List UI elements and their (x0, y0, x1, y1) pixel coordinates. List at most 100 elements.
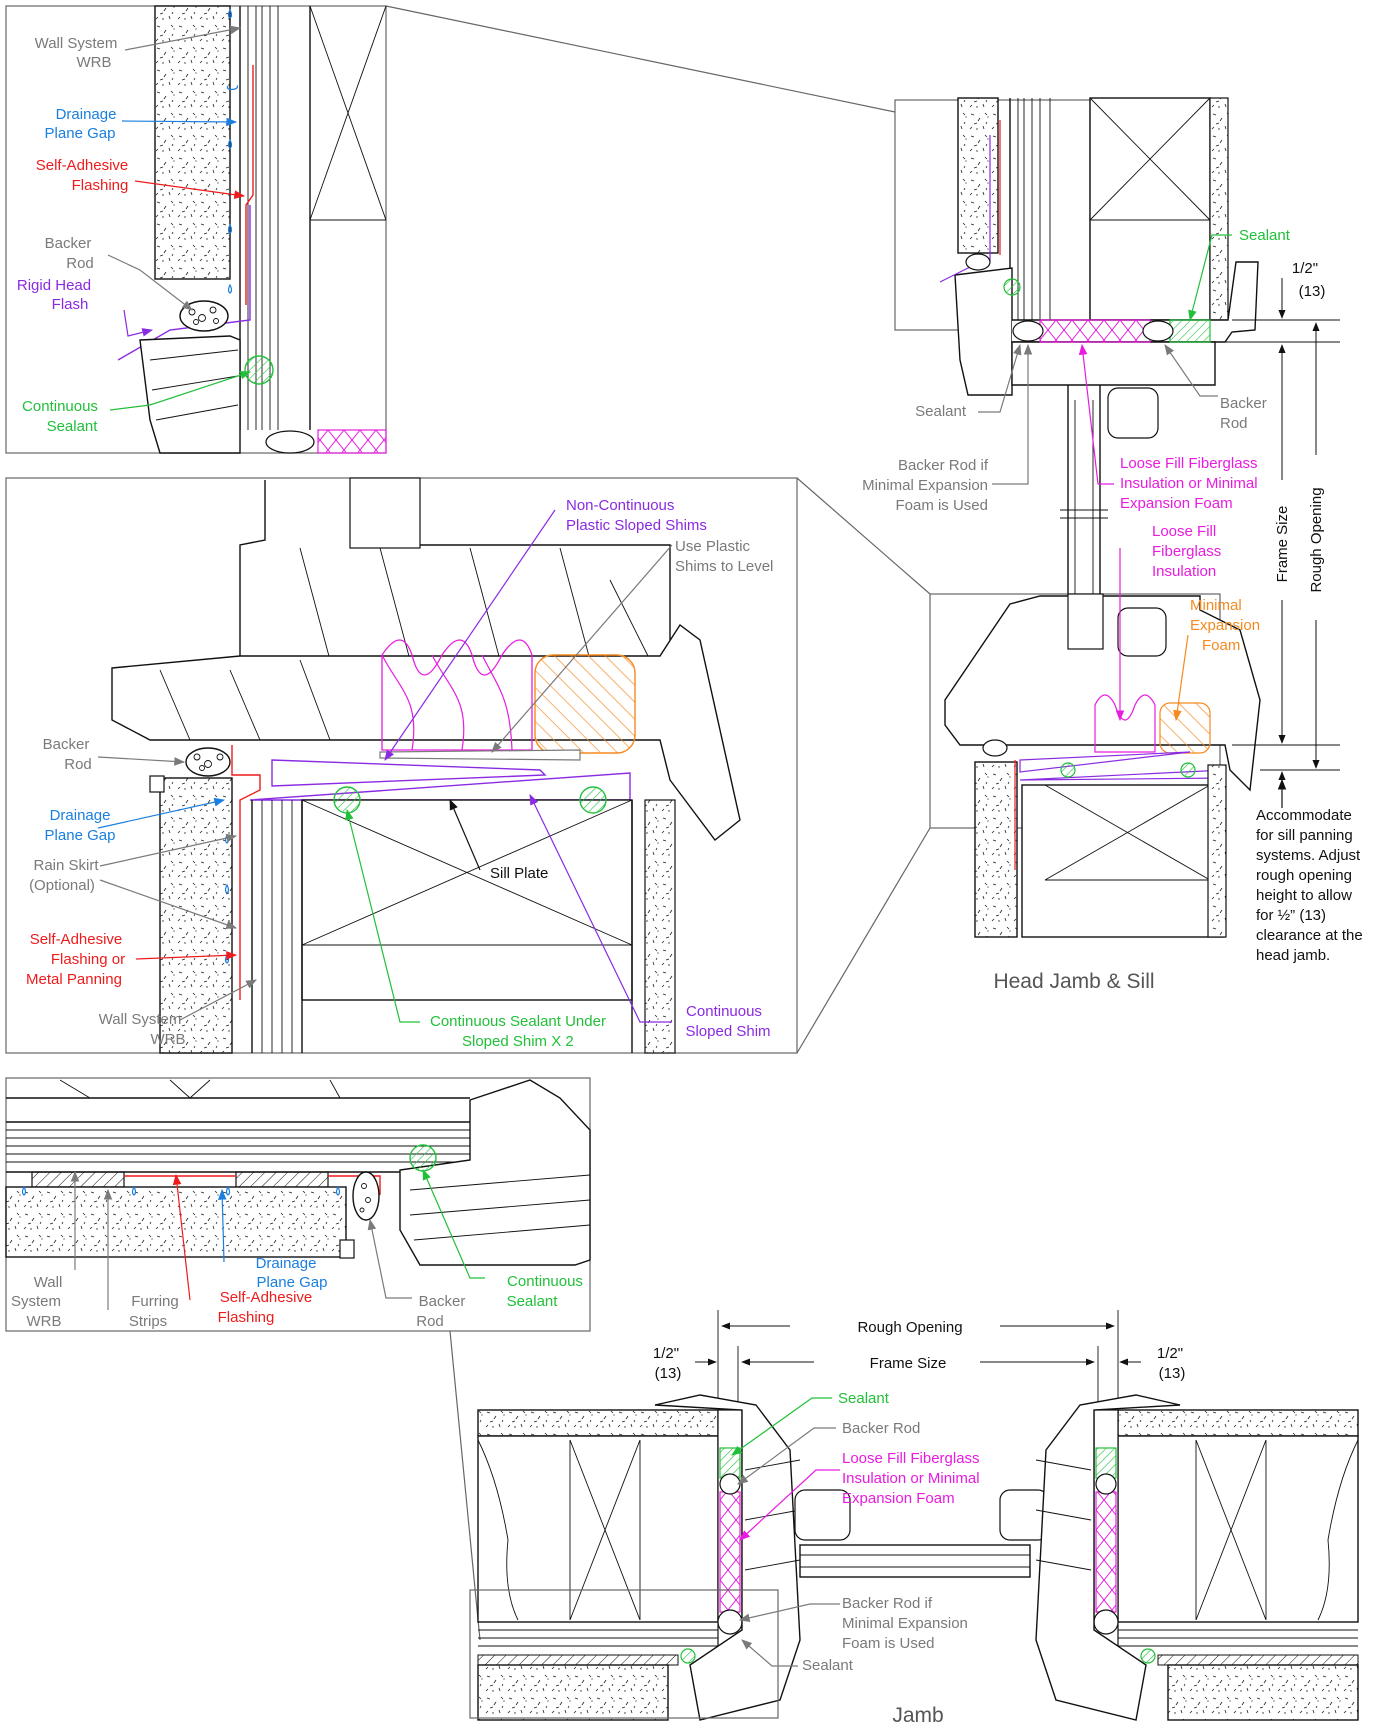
sill-wrb-2: WRB (151, 1031, 186, 1048)
hs-backer-if-1: Backer Rod if (898, 457, 989, 474)
jamb-rough-opening: Rough Opening (857, 1319, 962, 1336)
hs-acc-3: systems. Adjust (1256, 847, 1361, 864)
cladding-panel (154, 5, 231, 280)
hs-foam-3: Foam (1202, 637, 1240, 654)
jamb-drain-1: Drainage (256, 1255, 317, 1272)
sill-backer-1: Backer (43, 736, 90, 753)
jamb-drain-2: Plane Gap (257, 1274, 328, 1291)
sill-plate-label: Sill Plate (490, 865, 548, 882)
title-head-sill: Head Jamb & Sill (993, 970, 1154, 993)
hs-loose-2: Insulation or Minimal (1120, 475, 1258, 492)
jamb-sealant-1: Continuous (507, 1273, 583, 1290)
head-drain-2: Plane Gap (45, 125, 116, 142)
title-jamb: Jamb (892, 1704, 943, 1727)
head-sealant-2: Sealant (47, 418, 99, 435)
sill-skirt-1: Rain Skirt (33, 857, 99, 874)
hs-rough-opening: Rough Opening (1308, 487, 1325, 592)
jamb-backer-rod: Backer Rod (842, 1420, 920, 1437)
jamb-loose-2: Insulation or Minimal (842, 1470, 980, 1487)
hs-backer-if-2: Minimal Expansion (862, 477, 988, 494)
head-wrb-1: Wall System (35, 35, 118, 52)
jamb-backer-if-3: Foam is Used (842, 1635, 935, 1652)
hs-loose2-3: Insulation (1152, 563, 1216, 580)
hs-acc-4: rough opening (1256, 867, 1352, 884)
head-backer-2: Rod (66, 255, 94, 272)
jamb-furring-1: Furring (131, 1293, 179, 1310)
hs-backer-2: Rod (1220, 415, 1248, 432)
detail-sill-box (5, 477, 931, 1054)
hs-backer-1: Backer (1220, 395, 1267, 412)
jamb-sealant-2: Sealant (507, 1293, 559, 1310)
jamb-backer-1: Backer (419, 1293, 466, 1310)
sill-drain-2: Plane Gap (45, 827, 116, 844)
hs-acc-1: Accommodate (1256, 807, 1352, 824)
hs-13mm: (13) (1299, 283, 1326, 300)
hs-loose2-1: Loose Fill (1152, 523, 1216, 540)
hs-foam-1: Minimal (1190, 597, 1242, 614)
head-sealant-1: Continuous (22, 398, 98, 415)
sill-drain-1: Drainage (50, 807, 111, 824)
sealant-bead (244, 355, 274, 385)
head-drain-1: Drainage (56, 106, 117, 123)
hs-acc-5: height to allow (1256, 887, 1352, 904)
detail-jamb-box (5, 1077, 591, 1641)
sill-sealant-2: Sloped Shim X 2 (462, 1033, 574, 1050)
hs-foam-2: Expansion (1190, 617, 1260, 634)
hs-loose-1: Loose Fill Fiberglass (1120, 455, 1258, 472)
sill-sloped-1: Continuous (686, 1003, 762, 1020)
svg-text:Rain Skirt(Optional): Rain Skirt(Optional) (29, 857, 99, 894)
jamb-loose-3: Expansion Foam (842, 1490, 955, 1507)
jamb-flash-2: Flashing (218, 1309, 275, 1326)
jamb-backer-if-2: Minimal Expansion (842, 1615, 968, 1632)
detail-head-box: ٮ (5, 5, 896, 454)
svg-text:Accommodate for sill pan: Accommodate for sill panning systems. Ad… (1256, 807, 1367, 964)
jamb-backer-2: Rod (416, 1313, 444, 1330)
sill-level-2: Shims to Level (675, 558, 773, 575)
sill-wrb-1: Wall System (99, 1011, 182, 1028)
sill-sealant-1: Continuous Sealant Under (430, 1013, 606, 1030)
hs-acc-7: clearance at the (1256, 927, 1363, 944)
sill-flash-3: Metal Panning (26, 971, 122, 988)
jamb-half-right: 1/2" (1157, 1345, 1183, 1362)
hs-sealant-left: Sealant (915, 403, 967, 420)
jamb-backer-if-1: Backer Rod if (842, 1595, 933, 1612)
hs-acc-2: for sill panning (1256, 827, 1353, 844)
hs-acc-6: for ½” (13) (1256, 907, 1326, 924)
jamb-flash-1: Self-Adhesive (220, 1289, 313, 1306)
hs-frame-size: Frame Size (1274, 506, 1291, 583)
jamb-wrb-3: WRB (27, 1313, 62, 1330)
sill-backer-2: Rod (64, 756, 92, 773)
jamb-13-right: (13) (1159, 1365, 1186, 1382)
head-wrb-2: WRB (77, 54, 112, 71)
jamb-furring-2: Strips (129, 1313, 167, 1330)
jamb-wrb-2: System (11, 1293, 61, 1310)
head-sill-section (894, 97, 1340, 938)
jamb-13-left: (13) (655, 1365, 682, 1382)
sill-flash-2: Flashing or (51, 951, 125, 968)
hs-backer-if-3: Foam is Used (895, 497, 988, 514)
